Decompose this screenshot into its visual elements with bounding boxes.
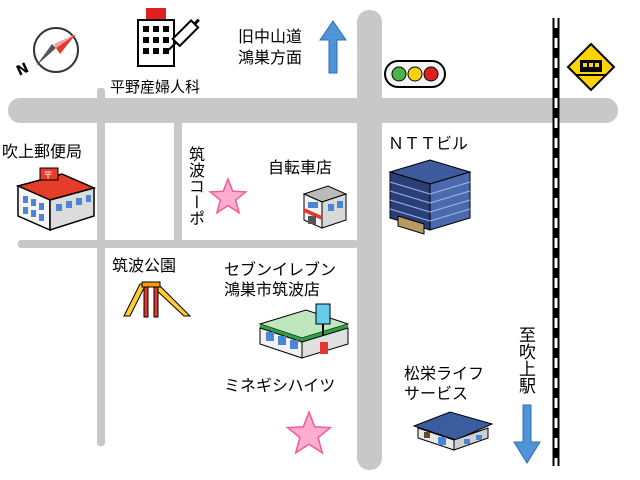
arrow-down-icon (513, 404, 541, 464)
railway-line (552, 18, 560, 466)
side-road-left (97, 88, 105, 446)
park-label: 筑波公園 (112, 256, 177, 275)
svg-text:〒: 〒 (43, 171, 53, 182)
house-icon (412, 411, 494, 451)
shouei-life-service-label: 松栄ライフ サービス (404, 364, 485, 403)
bicycle-shop-label: 自転車店 (268, 158, 333, 177)
arrow-up-icon (319, 20, 347, 74)
side-road-horizontal (18, 240, 358, 248)
office-tower-icon (388, 159, 472, 235)
tsukuba-corpo-label: 筑波コーポ (186, 146, 205, 226)
main-road-vertical (357, 10, 382, 470)
post-office-label: 吹上郵便局 (2, 142, 83, 161)
mine-heights-label: ミネギシハイツ (224, 376, 336, 395)
traffic-light-icon (384, 60, 446, 88)
slide-icon (123, 281, 192, 318)
compass-icon: N (14, 27, 79, 80)
old-road-direction-label: 旧中山道 鴻巣方面 (238, 27, 303, 67)
svg-text:N: N (14, 60, 31, 79)
to-station-label: 至吹上駅 (515, 326, 535, 394)
star-icon (285, 409, 333, 455)
star-icon (208, 176, 248, 215)
post-office-icon: 〒 (15, 167, 97, 232)
hospital-icon (137, 8, 200, 67)
convenience-store-label: セブンイレブン 鴻巣市筑波店 (224, 260, 337, 299)
side-road-middle (174, 120, 182, 246)
convenience-store-icon (258, 303, 350, 359)
ntt-building-label: ＮＴＴビル (388, 134, 469, 153)
railroad-crossing-icon (566, 42, 616, 92)
hospital-label: 平野産婦人科 (110, 78, 201, 96)
main-road-horizontal (8, 98, 618, 123)
shop-building-icon (302, 185, 348, 229)
